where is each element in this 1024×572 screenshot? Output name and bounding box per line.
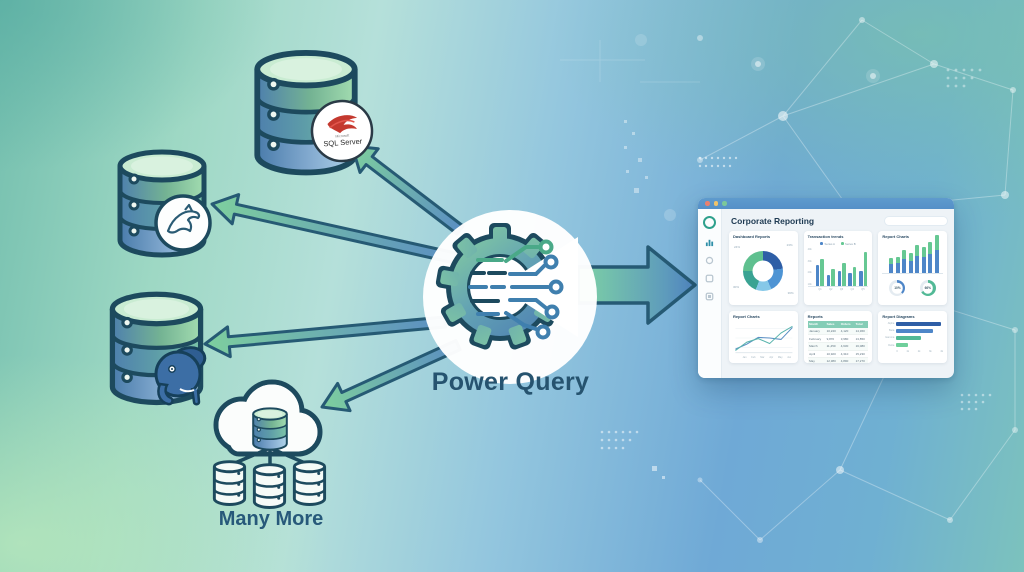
donut-chart: 24% 23% 36% 30% (733, 241, 794, 299)
window-content: Corporate Reporting Dashboard Reports 24%… (722, 209, 954, 378)
donut-label: 36% (787, 291, 794, 295)
gauge-row: 10% 66% (882, 276, 943, 300)
circuit-nodes (535, 239, 564, 340)
network-nodes (635, 17, 1018, 543)
donut-label: 23% (786, 243, 793, 247)
sidebar-item-analytics[interactable] (705, 238, 714, 247)
small-database-icon-2 (252, 463, 287, 509)
report-card-1: Dashboard Reports 24% 23% 36% 30% (729, 231, 798, 305)
gear-circuit-icon (435, 223, 578, 350)
sql-server-logo-icon (327, 115, 358, 134)
arrow-to-postgresql (203, 315, 447, 359)
arrow-to-sql-server (350, 144, 465, 236)
arrow-to-mysql (210, 193, 458, 265)
search-input[interactable] (884, 216, 948, 226)
close-button[interactable] (705, 201, 710, 206)
card-title: Transaction trends (807, 234, 844, 239)
gauge-chart: 66% (919, 280, 936, 296)
dot-grid-decorations (600, 68, 992, 479)
window-titlebar (698, 198, 954, 209)
stacked-bar-chart (882, 235, 943, 274)
sidebar-item-reports[interactable] (705, 274, 714, 283)
mysql-badge (154, 194, 212, 252)
page-title: Corporate Reporting (731, 216, 815, 226)
power-query-label: Power Query (431, 368, 590, 396)
minimize-button[interactable] (713, 201, 718, 206)
app-logo-icon (703, 216, 716, 229)
small-database-icon-3 (292, 460, 327, 506)
sidebar-item-settings[interactable] (705, 292, 714, 301)
cards-grid: Dashboard Reports 24% 23% 36% 30% Transaction… (728, 231, 948, 363)
report-card-3: Report Charts 10% 66% (878, 231, 947, 305)
donut-label: 24% (734, 245, 741, 249)
sql-server-badge: Microsoft SQL Server (310, 99, 374, 163)
sql-server-badge-brand-top: Microsoft (335, 134, 349, 139)
small-database-icon-1 (212, 460, 247, 506)
line-chart (733, 321, 794, 355)
power-query-circle (423, 210, 597, 384)
sidebar-item-cloud[interactable] (705, 256, 714, 265)
arrow-to-cloud (320, 339, 462, 413)
circuit-traces (468, 245, 550, 331)
card-title: Report Diagrams (882, 314, 915, 319)
cloud-database-icon (252, 407, 288, 451)
sql-server-badge-brand: SQL Server (323, 137, 363, 149)
window-sidebar (698, 209, 722, 378)
donut-label: 30% (733, 285, 740, 289)
card-title: Report Charts (882, 234, 909, 239)
card-title: Dashboard Reports (733, 234, 771, 239)
card-title: Report Charts (733, 314, 760, 319)
mysql-dolphin-icon (166, 203, 201, 234)
corporate-reporting-window: Corporate Reporting Dashboard Reports 24%… (698, 198, 954, 378)
gauge-chart: 10% (889, 280, 906, 296)
postgresql-elephant-icon (154, 346, 207, 406)
card-title: Reports (807, 314, 823, 319)
many-more-label: Many More (218, 508, 324, 530)
zoom-button[interactable] (722, 201, 727, 206)
